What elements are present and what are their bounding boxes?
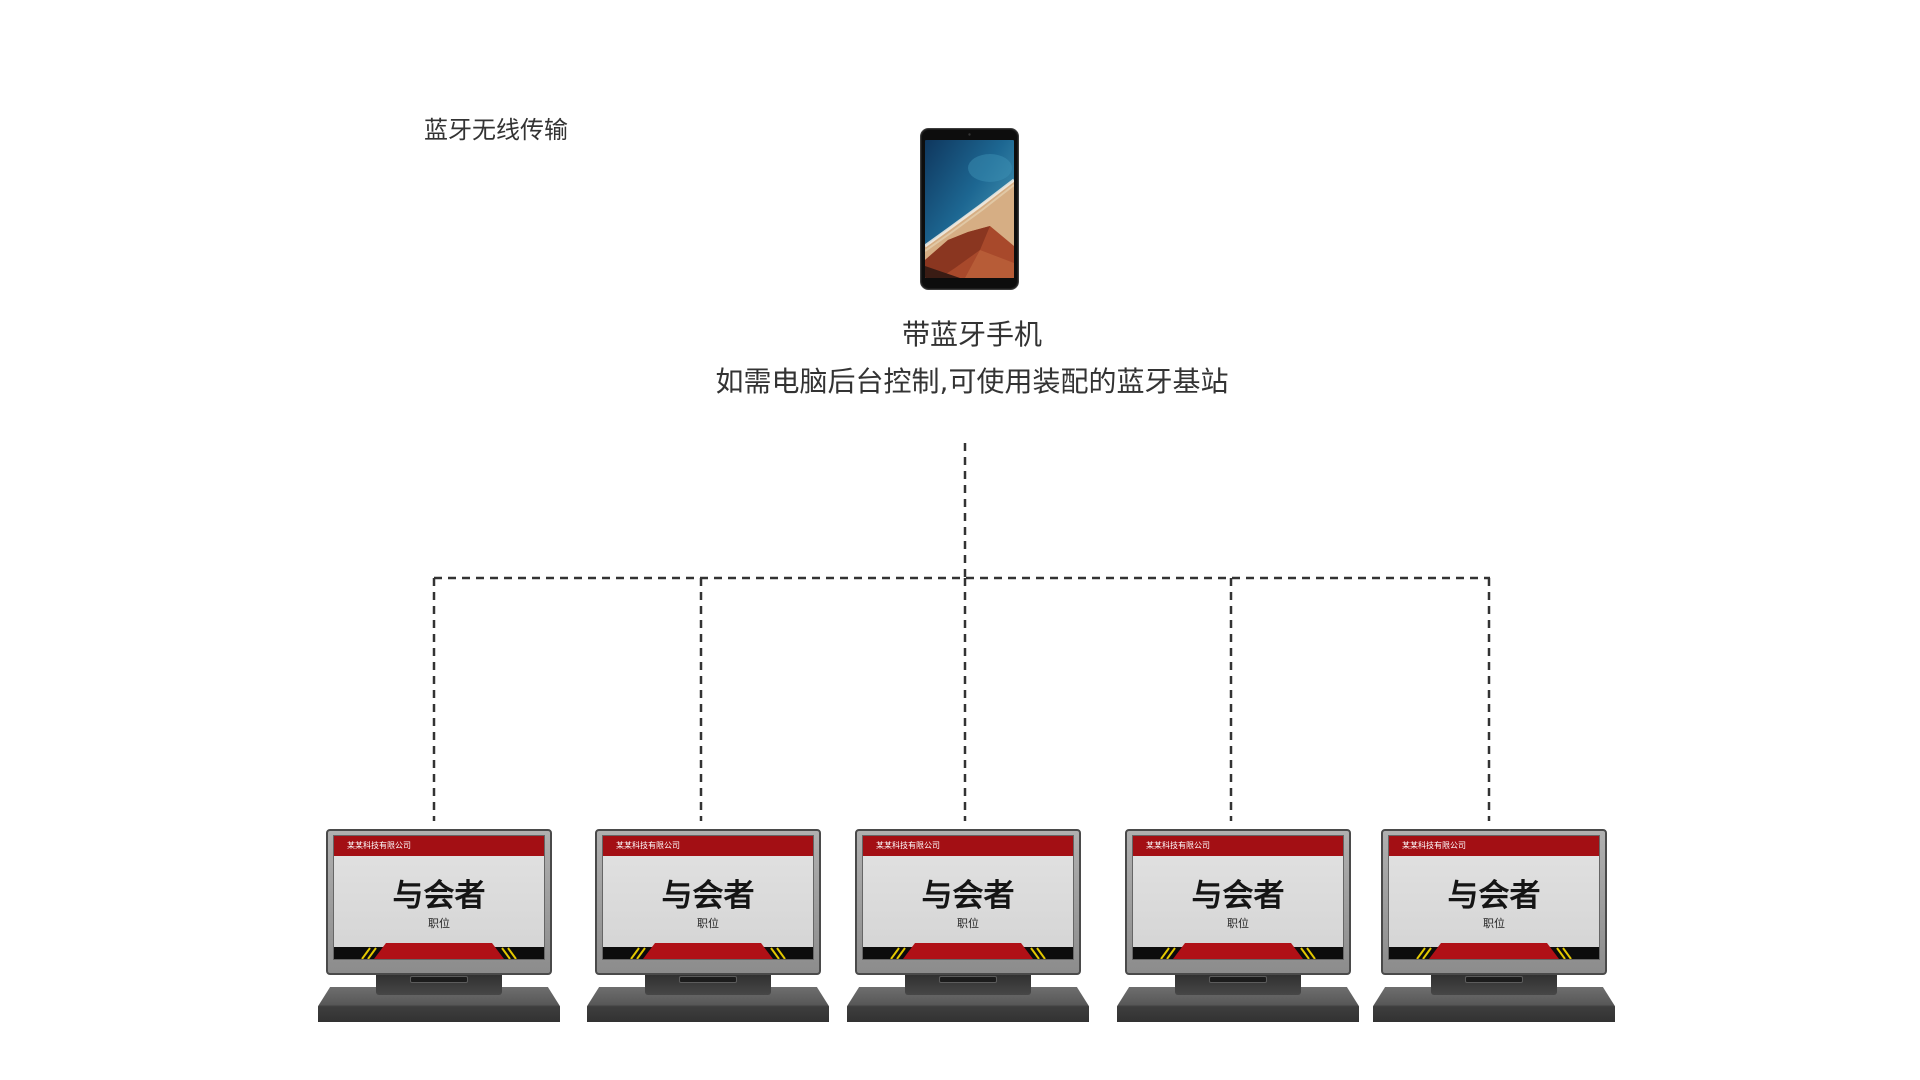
company-name: 某某科技有限公司 (1402, 841, 1466, 850)
attendee-name: 与会者 (392, 878, 486, 914)
attendee-position: 职位 (697, 917, 719, 930)
name-card-display: 某某科技有限公司 与会者 职位 (847, 829, 1089, 1022)
company-header: 某某科技有限公司 (1133, 836, 1343, 856)
phone-title: 带蓝牙手机 (901, 318, 1042, 351)
stand-logo-plate (939, 976, 997, 983)
display-footer-band (1133, 943, 1343, 959)
display-footer-band (603, 943, 813, 959)
company-header: 某某科技有限公司 (334, 836, 544, 856)
name-card-display: 某某科技有限公司 与会者 职位 (587, 829, 829, 1022)
tablet-image (920, 128, 1019, 290)
display-monitor: 某某科技有限公司 与会者 职位 (1381, 829, 1607, 975)
company-name: 某某科技有限公司 (1146, 841, 1210, 850)
attendee-name: 与会者 (661, 878, 755, 914)
company-name: 某某科技有限公司 (347, 841, 411, 850)
display-screen: 某某科技有限公司 与会者 职位 (602, 835, 814, 960)
attendee-name: 与会者 (921, 878, 1015, 914)
display-monitor: 某某科技有限公司 与会者 职位 (326, 829, 552, 975)
company-header: 某某科技有限公司 (603, 836, 813, 856)
display-screen: 某某科技有限公司 与会者 职位 (1132, 835, 1344, 960)
bluetooth-transfer-label: 蓝牙无线传输 (424, 116, 568, 144)
name-card-display: 某某科技有限公司 与会者 职位 (1117, 829, 1359, 1022)
display-monitor: 某某科技有限公司 与会者 职位 (1125, 829, 1351, 975)
attendee-position: 职位 (1227, 917, 1249, 930)
attendee-position: 职位 (957, 917, 979, 930)
name-card-display: 某某科技有限公司 与会者 职位 (1373, 829, 1615, 1022)
display-monitor: 某某科技有限公司 与会者 职位 (595, 829, 821, 975)
display-footer-band (1389, 943, 1599, 959)
stand-logo-plate (1465, 976, 1523, 983)
company-header: 某某科技有限公司 (863, 836, 1073, 856)
company-name: 某某科技有限公司 (616, 841, 680, 850)
phone-subtitle: 如需电脑后台控制,可使用装配的蓝牙基站 (715, 365, 1229, 398)
display-footer-band (863, 943, 1073, 959)
attendee-position: 职位 (428, 917, 450, 930)
attendee-name: 与会者 (1447, 878, 1541, 914)
name-card-display: 某某科技有限公司 与会者 职位 (318, 829, 560, 1022)
display-screen: 某某科技有限公司 与会者 职位 (1388, 835, 1600, 960)
attendee-position: 职位 (1483, 917, 1505, 930)
attendee-name: 与会者 (1191, 878, 1285, 914)
company-name: 某某科技有限公司 (876, 841, 940, 850)
display-footer-band (334, 943, 544, 959)
display-screen: 某某科技有限公司 与会者 职位 (862, 835, 1074, 960)
stand-logo-plate (410, 976, 468, 983)
display-screen: 某某科技有限公司 与会者 职位 (333, 835, 545, 960)
company-header: 某某科技有限公司 (1389, 836, 1599, 856)
stand-logo-plate (679, 976, 737, 983)
stand-logo-plate (1209, 976, 1267, 983)
display-monitor: 某某科技有限公司 与会者 职位 (855, 829, 1081, 975)
